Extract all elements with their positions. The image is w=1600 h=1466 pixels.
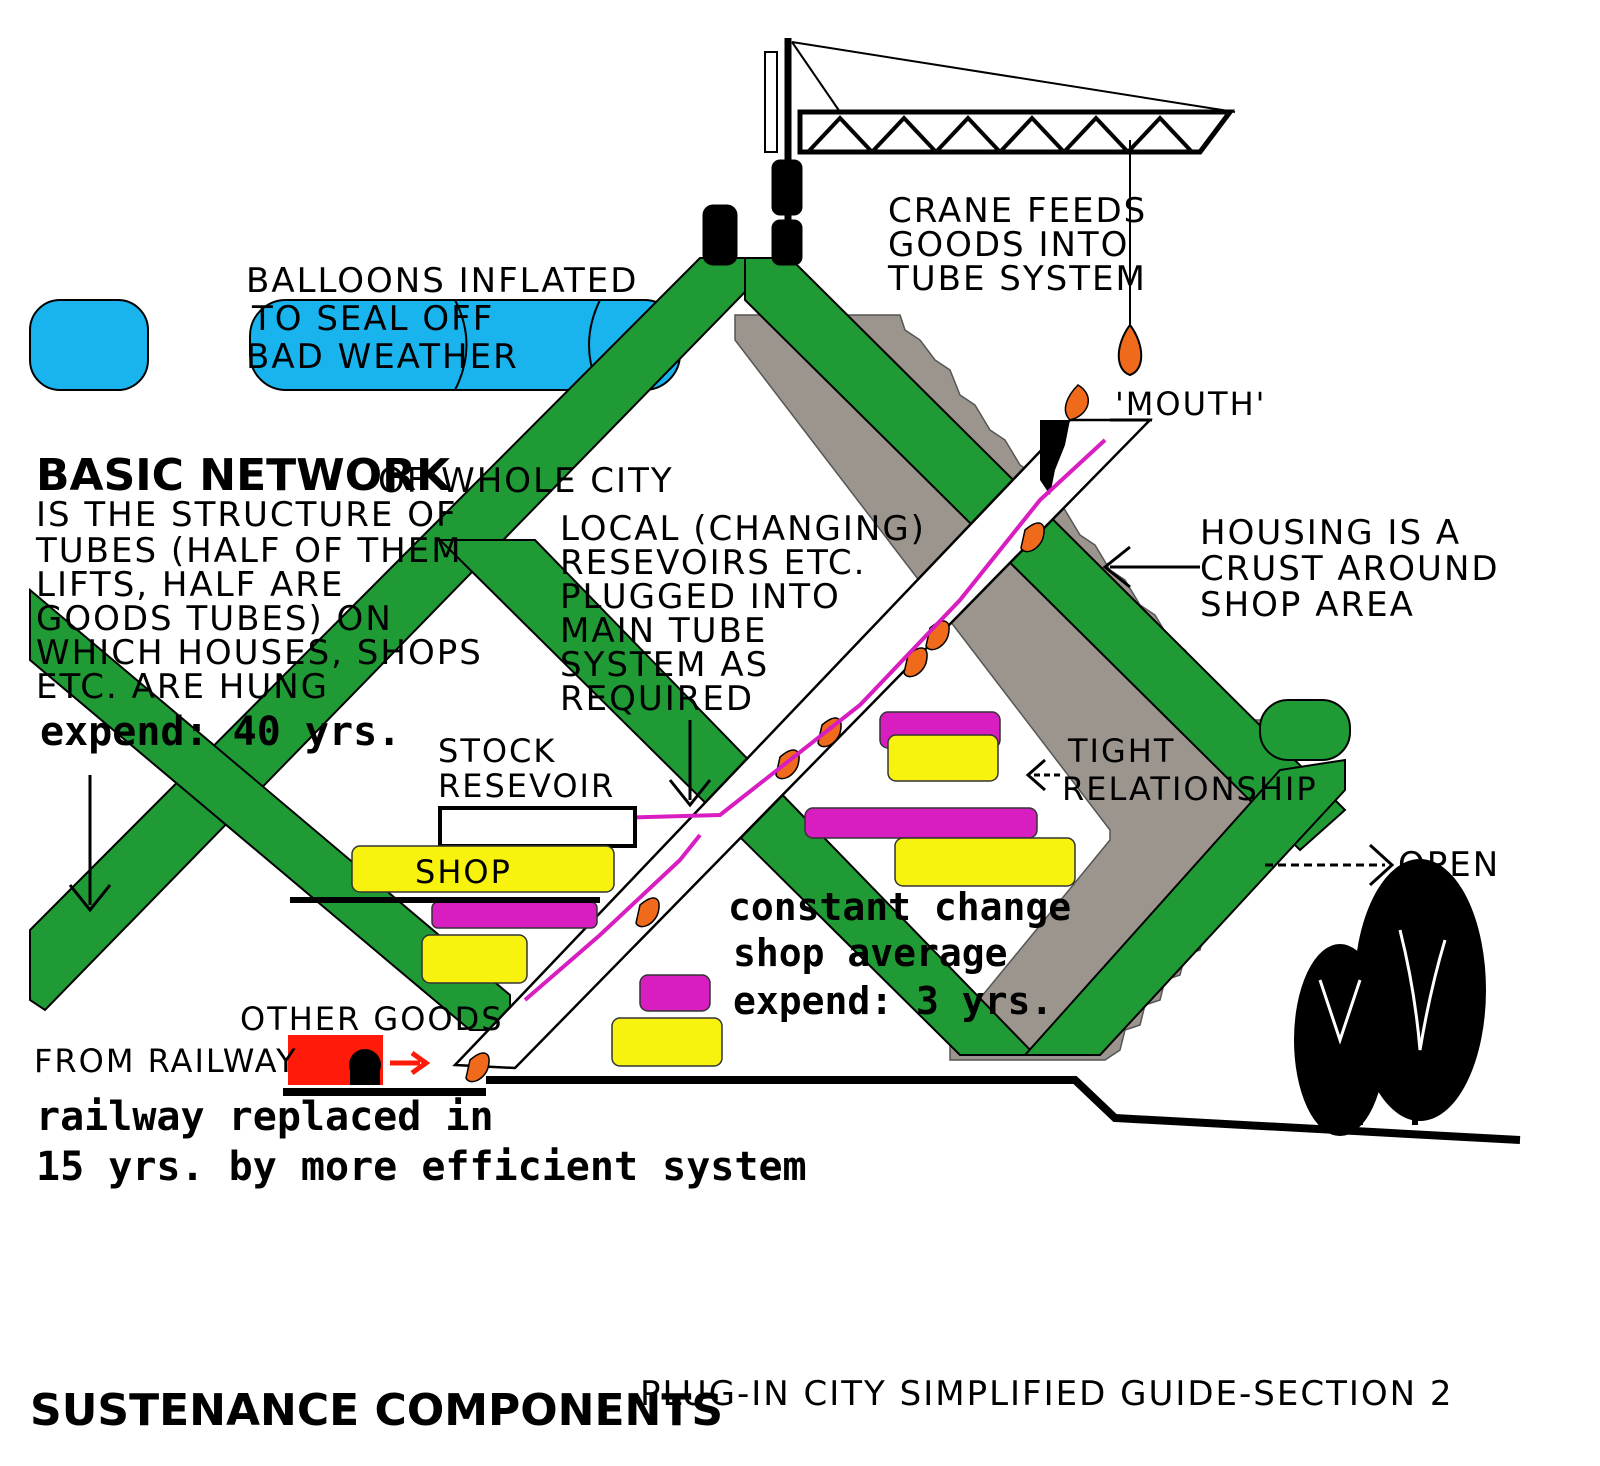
stock-label-1: STOCK — [438, 732, 556, 770]
local-label-6: REQUIRED — [560, 679, 754, 719]
basic-network-line-6: WHICH HOUSES, SHOPS — [36, 633, 483, 673]
housing-label-3: SHOP AREA — [1200, 585, 1415, 625]
other-goods-label: OTHER GOODS — [240, 1000, 504, 1038]
trees — [1294, 859, 1486, 1136]
basic-network-title: BASIC NETWORK — [36, 450, 452, 501]
crane-label-2: GOODS INTO — [888, 225, 1129, 265]
balloons-label-2: TO SEAL OFF — [251, 299, 494, 339]
labels: BALLOONS INFLATED TO SEAL OFF BAD WEATHE… — [30, 191, 1500, 1436]
ground-line — [283, 1076, 1521, 1144]
annotation-arrows — [68, 545, 1395, 913]
constant-change-label-3: expend: 3 yrs. — [733, 979, 1053, 1023]
crane — [702, 38, 1236, 377]
local-label-1: LOCAL (CHANGING) — [560, 509, 926, 549]
mouth-funnel — [1040, 384, 1152, 495]
housing-label-1: HOUSING IS A — [1200, 513, 1461, 553]
crane-label-3: TUBE SYSTEM — [887, 259, 1147, 299]
housing-label-2: CRUST AROUND — [1200, 549, 1500, 589]
footer-subtitle: PLUG-IN CITY SIMPLIFIED GUIDE-SECTION 2 — [640, 1374, 1454, 1414]
mouth-label: 'MOUTH' — [1115, 385, 1266, 423]
expend-40-label: expend: 40 yrs. — [40, 709, 401, 755]
shop-units — [351, 711, 1076, 1067]
tight-label-1: TIGHT — [1067, 732, 1175, 770]
railway-replaced-label-1: railway replaced in — [36, 1094, 494, 1140]
local-label-4: MAIN TUBE — [560, 611, 767, 651]
basic-network-line-4: LIFTS, HALF ARE — [36, 565, 344, 605]
constant-change-label-2: shop average — [733, 931, 1008, 975]
footer-title: SUSTENANCE COMPONENTS — [30, 1385, 723, 1436]
railway-wagon — [288, 1035, 431, 1085]
balloons-label-3: BAD WEATHER — [246, 337, 519, 377]
stock-label-2: RESEVOIR — [438, 767, 615, 805]
railway-replaced-label-2: 15 yrs. by more efficient system — [36, 1144, 807, 1190]
open-label: OPEN — [1398, 845, 1500, 885]
local-label-5: SYSTEM AS — [560, 645, 769, 685]
crane-label-1: CRANE FEEDS — [888, 191, 1147, 231]
stock-reservoir — [438, 806, 637, 848]
shop-label: SHOP — [415, 853, 512, 891]
basic-network-line-7: ETC. ARE HUNG — [36, 667, 329, 707]
basic-network-line-3: TUBES (HALF OF THEM — [35, 531, 463, 571]
basic-network-line-5: GOODS TUBES) ON — [36, 599, 393, 639]
local-label-2: RESEVOIRS ETC. — [560, 543, 866, 583]
from-railway-label: FROM RAILWAY — [34, 1042, 298, 1080]
basic-network-line-2: IS THE STRUCTURE OF — [36, 495, 458, 535]
local-label-3: PLUGGED INTO — [560, 577, 841, 617]
balloons-label-1: BALLOONS INFLATED — [246, 261, 638, 301]
constant-change-label-1: constant change — [728, 885, 1071, 929]
tight-label-2: RELATIONSHIP — [1062, 770, 1318, 808]
basic-network-line-1: OF WHOLE CITY — [378, 461, 674, 501]
